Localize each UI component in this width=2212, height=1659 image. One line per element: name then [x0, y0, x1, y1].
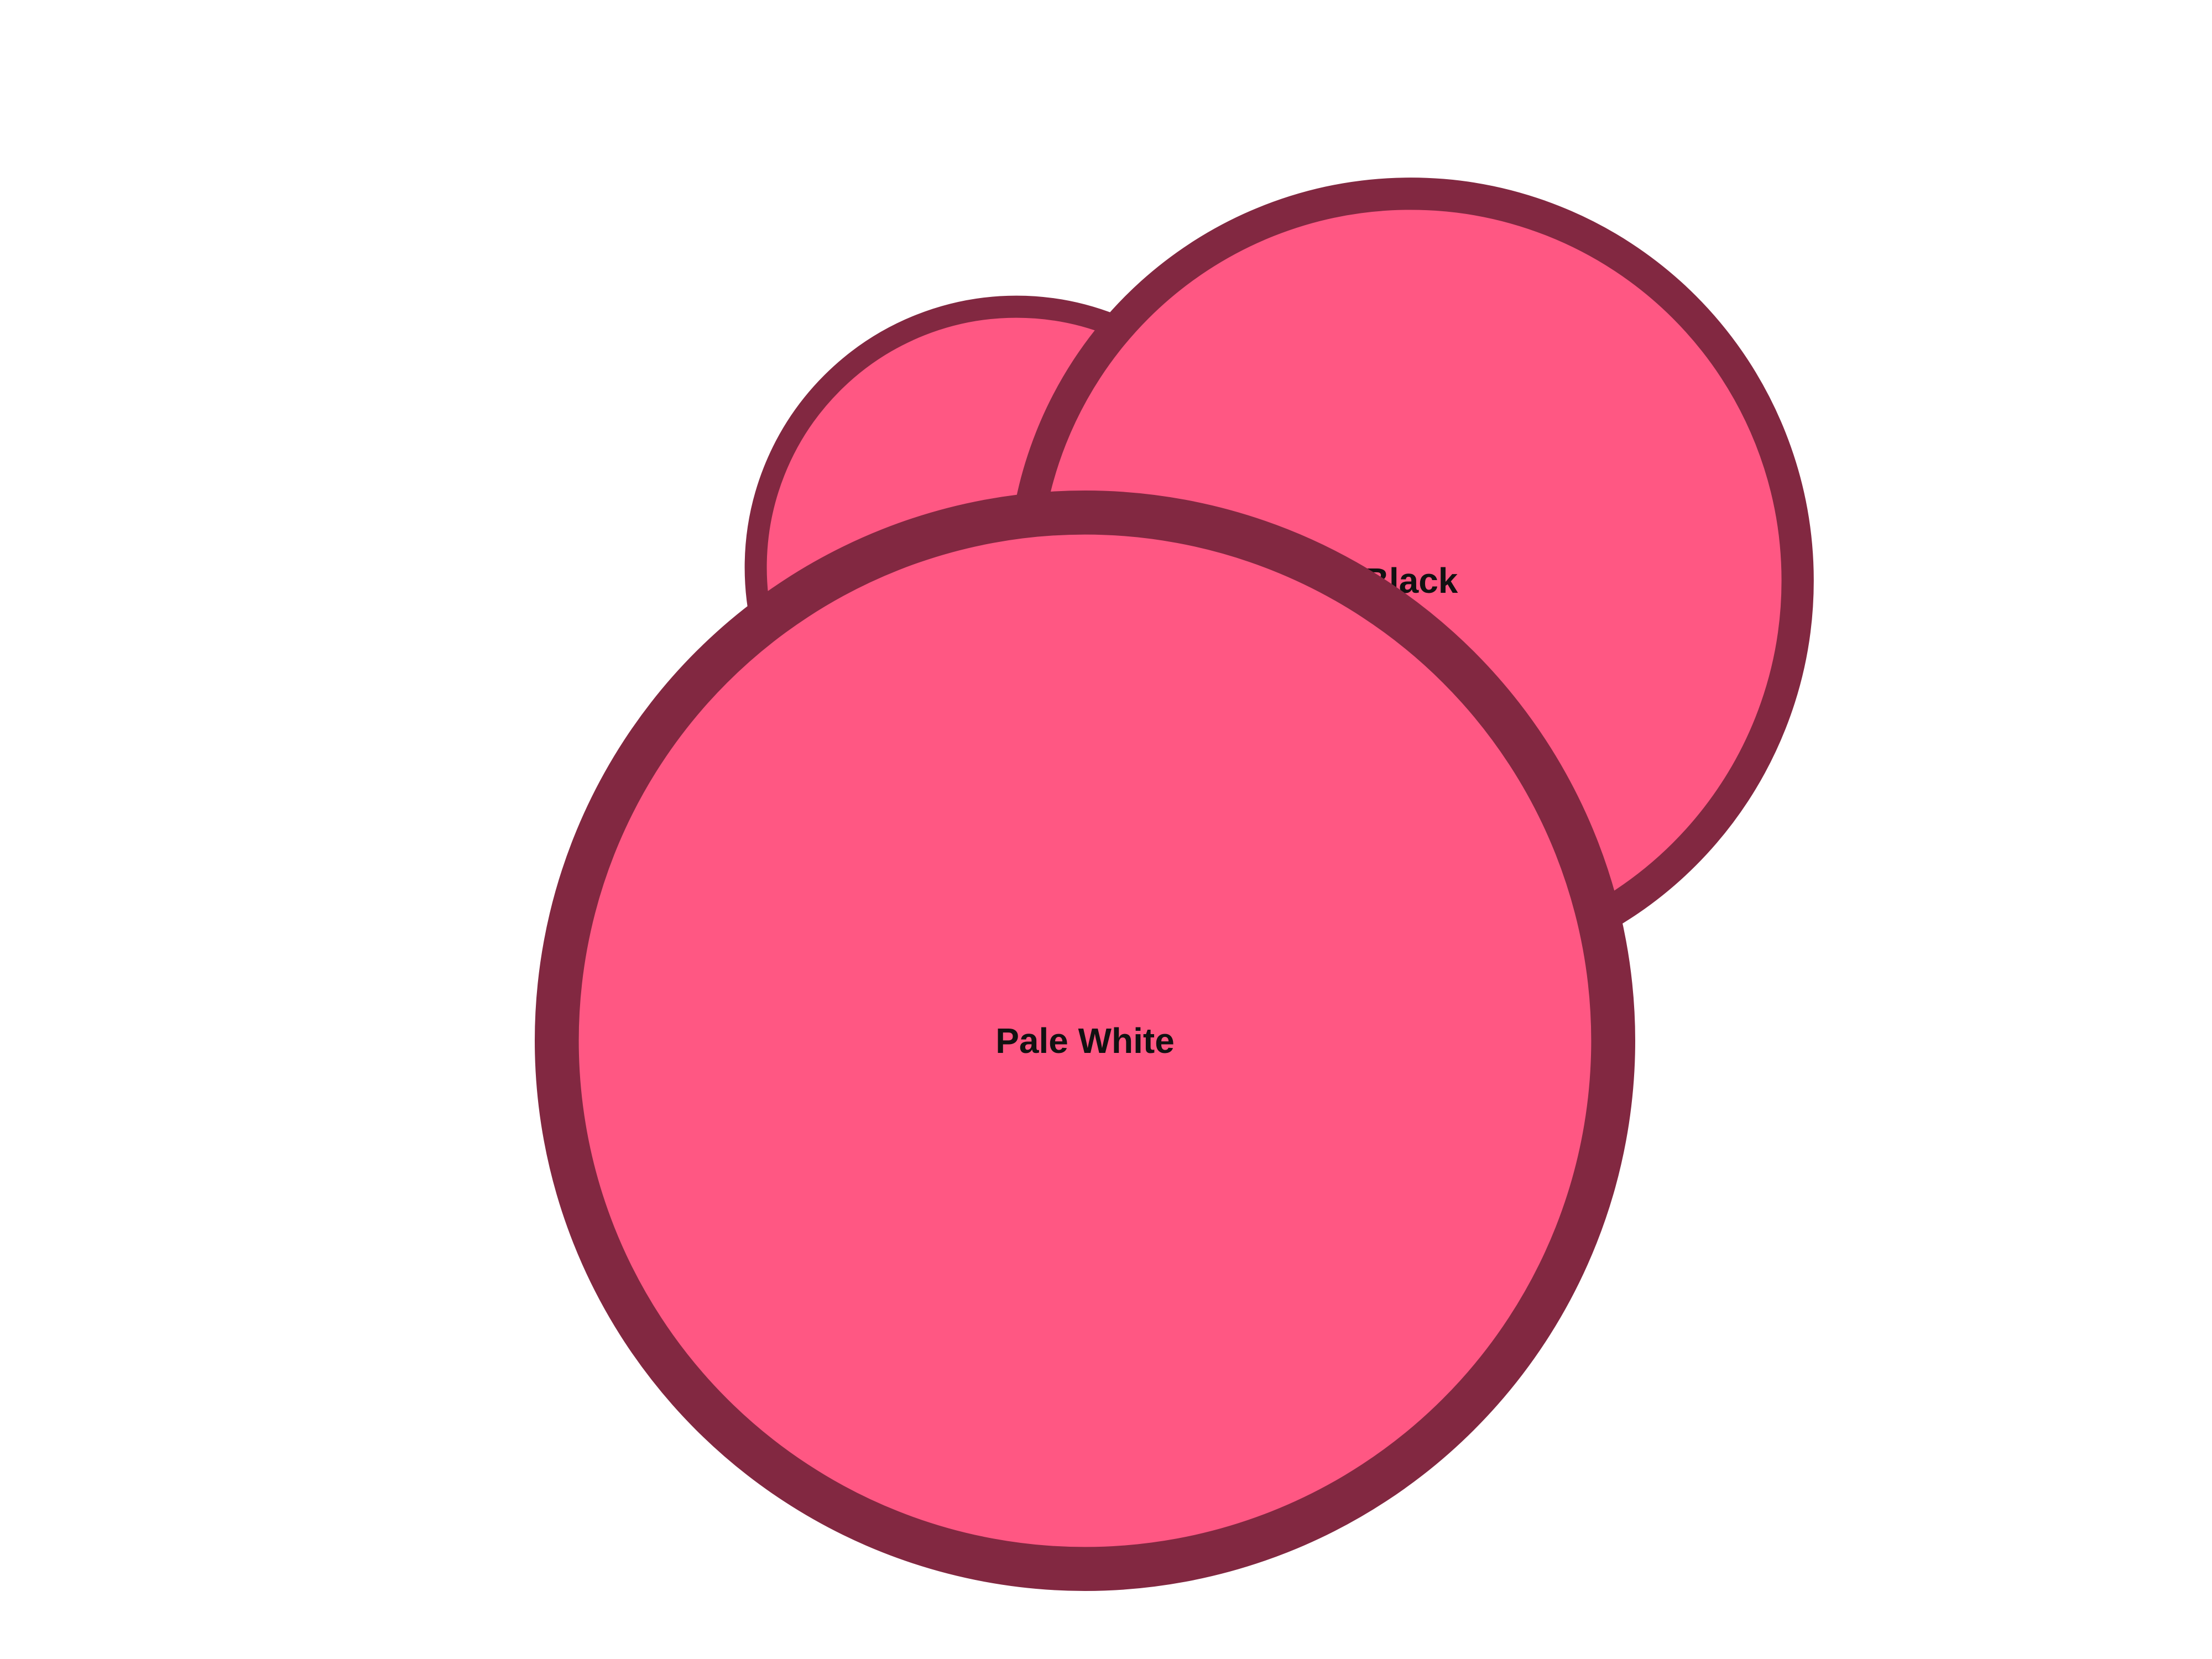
bubble-circle[interactable] [534, 490, 1636, 1592]
bubbles-layer: RedBlackPale White [534, 178, 1814, 1592]
bubble-pale-white[interactable]: Pale White [534, 490, 1636, 1592]
bubble-label: Pale White [995, 1021, 1175, 1061]
